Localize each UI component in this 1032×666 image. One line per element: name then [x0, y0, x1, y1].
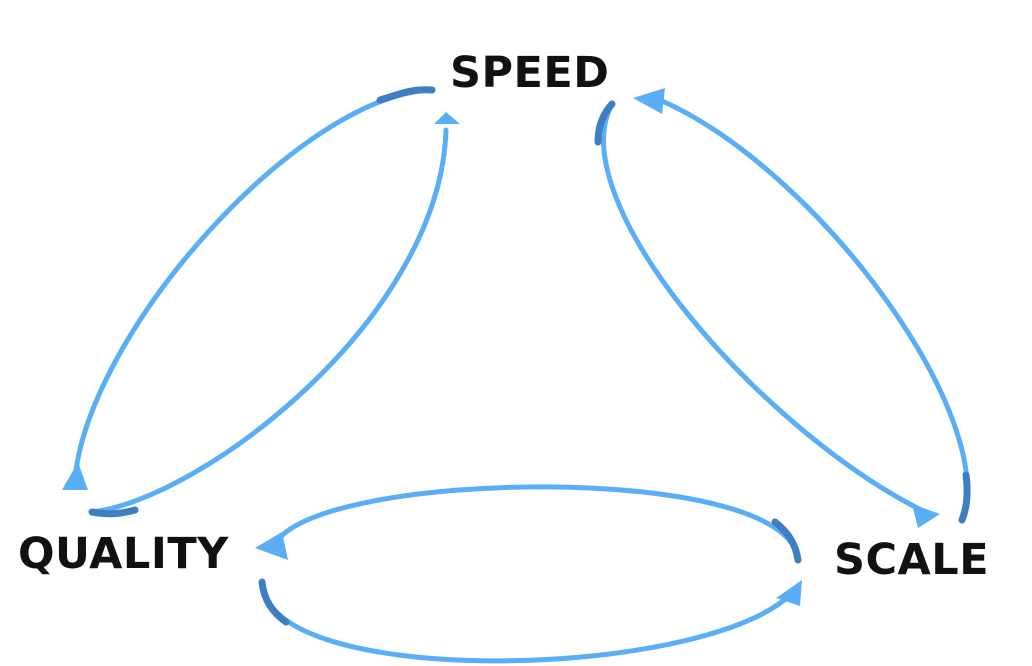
node-scale: SCALE: [834, 535, 990, 585]
node-quality: QUALITY: [18, 529, 229, 579]
arrow-quality-to-scale: [258, 578, 802, 664]
node-speed: SPEED: [450, 48, 610, 98]
arrow-quality-to-speed: [88, 112, 460, 518]
arrow-scale-to-speed: [633, 88, 971, 524]
arrow-scale-to-quality: [255, 484, 802, 564]
arrow-speed-to-quality: [62, 86, 436, 490]
arrow-speed-to-scale: [594, 100, 940, 528]
